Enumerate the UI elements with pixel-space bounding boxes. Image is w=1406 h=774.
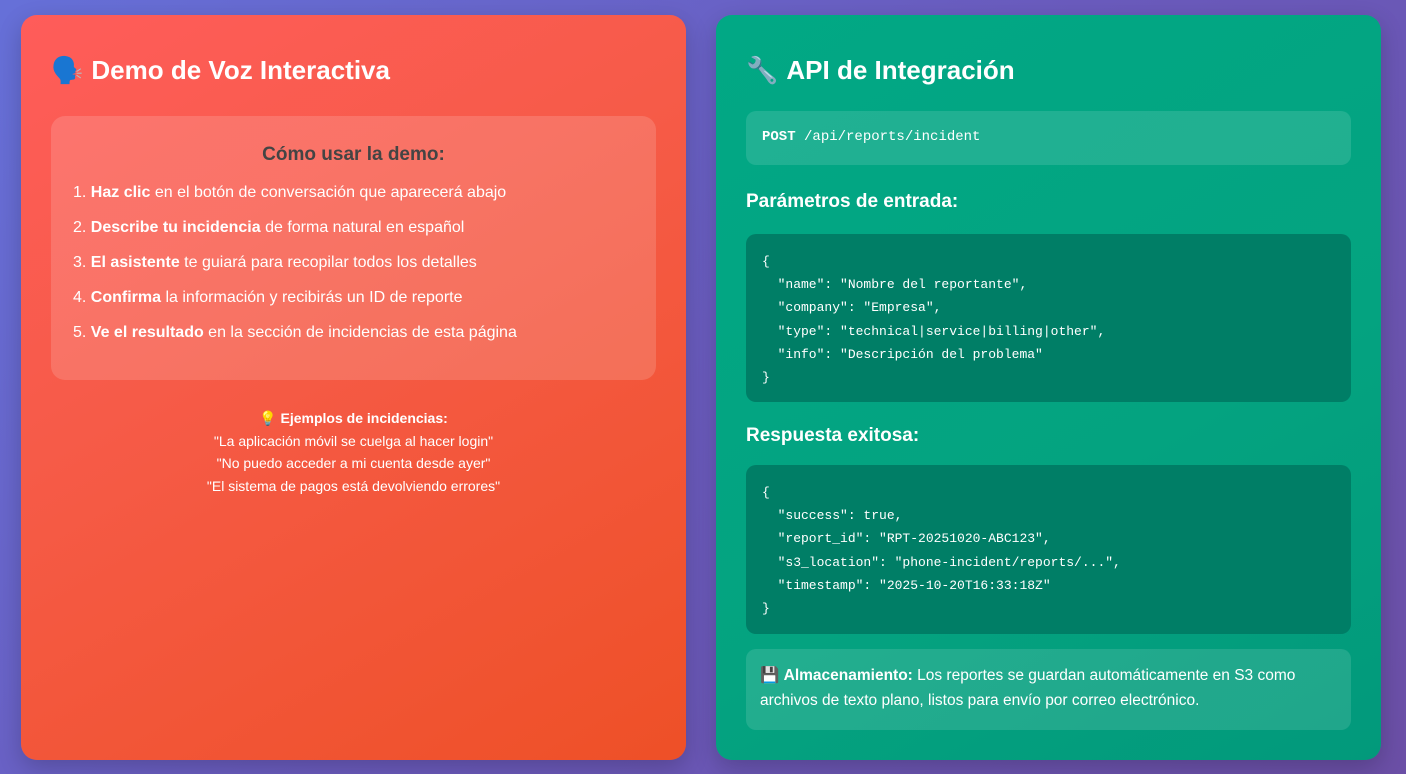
step-item: 2. Describe tu incidencia de forma natur… xyxy=(73,219,465,236)
http-method: POST xyxy=(762,129,796,145)
example-item: "El sistema de pagos está devolviendo er… xyxy=(206,477,501,494)
speaking-head-icon: 🗣️ xyxy=(51,55,84,85)
steps-list: 1. Haz clic en el botón de conversación … xyxy=(73,184,656,359)
floppy-disk-icon: 💾 xyxy=(760,667,780,684)
code-line: } xyxy=(762,370,770,386)
response-title: Respuesta exitosa: xyxy=(746,425,920,446)
code-line: "success": true, xyxy=(762,508,903,524)
code-line: "report_id": "RPT-20251020-ABC123", xyxy=(762,531,1051,547)
wrench-icon: 🔧 xyxy=(746,55,779,85)
step-item: 5. Ve el resultado en la sección de inci… xyxy=(73,324,517,341)
params-title: Parámetros de entrada: xyxy=(746,191,959,212)
endpoint-box: POST /api/reports/incident xyxy=(746,111,1351,165)
response-code-block: { "success": true, "report_id": "RPT-202… xyxy=(746,465,1351,634)
examples-section: 💡 Ejemplos de incidencias: "La aplicació… xyxy=(21,407,686,497)
step-item: 4. Confirma la información y recibirás u… xyxy=(73,289,463,306)
code-line: "name": "Nombre del reportante", xyxy=(762,277,1028,293)
code-line: } xyxy=(762,601,770,617)
code-line: "info": "Descripción del problema" xyxy=(762,346,1043,362)
code-line: { xyxy=(762,485,770,500)
code-line: { xyxy=(762,254,770,269)
howto-box: Cómo usar la demo: 1. Haz clic en el bot… xyxy=(51,116,656,380)
params-code-block: { "name": "Nombre del reportante", "comp… xyxy=(746,234,1351,402)
code-line: "s3_location": "phone-incident/reports/.… xyxy=(762,554,1121,570)
example-item: "La aplicación móvil se cuelga al hacer … xyxy=(213,432,494,449)
voice-demo-card: 🗣️Demo de Voz Interactiva Cómo usar la d… xyxy=(21,15,686,760)
api-title: 🔧API de Integración xyxy=(746,55,1015,85)
step-item: 3. El asistente te guiará para recopilar… xyxy=(73,254,477,271)
howto-title: Cómo usar la demo: xyxy=(262,144,445,165)
example-item: "No puedo acceder a mi cuenta desde ayer… xyxy=(216,455,491,471)
api-card: 🔧API de Integración POST /api/reports/in… xyxy=(716,15,1381,760)
lightbulb-icon: 💡 xyxy=(259,410,277,426)
code-line: "timestamp": "2025-10-20T16:33:18Z" xyxy=(762,577,1051,593)
step-item: 1. Haz clic en el botón de conversación … xyxy=(73,184,507,201)
code-line: "type": "technical|service|billing|other… xyxy=(762,323,1106,339)
code-line: "company": "Empresa", xyxy=(762,300,942,316)
endpoint-path: /api/reports/incident xyxy=(804,129,981,145)
demo-title: 🗣️Demo de Voz Interactiva xyxy=(51,55,390,85)
storage-note: 💾 Almacenamiento: Los reportes se guarda… xyxy=(746,649,1351,730)
